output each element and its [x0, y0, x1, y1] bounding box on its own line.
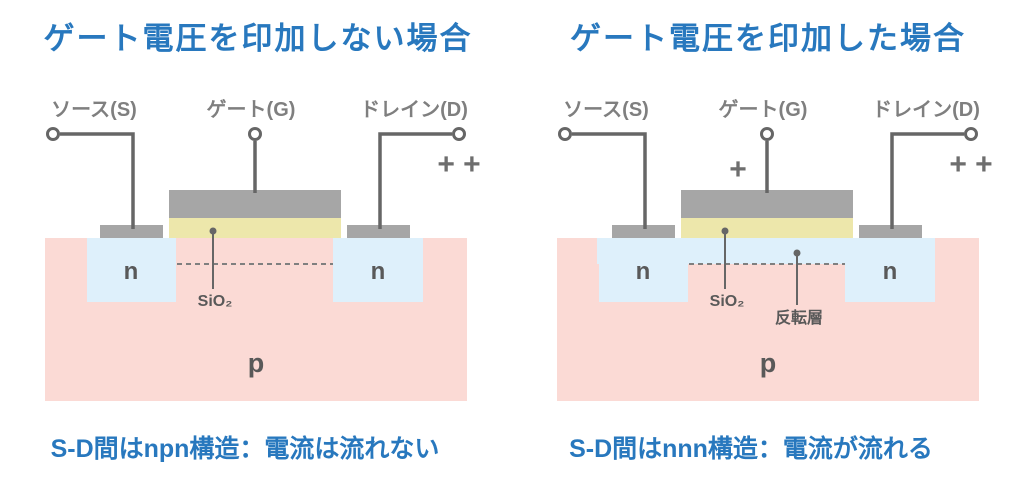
p-region-label: p	[760, 348, 777, 378]
gate-oxide-layer	[681, 218, 853, 238]
drain-terminal-label: ドレイン(D)	[360, 99, 468, 121]
source-terminal-icon	[558, 127, 572, 141]
source-wire	[60, 132, 135, 229]
gate-oxide-layer	[169, 218, 341, 238]
panel-no-gate-voltage: ゲート電圧を印加しない場合 ソース(S) ゲート(G) ドレイン(D) + + …	[44, 21, 481, 463]
drain-contact	[859, 225, 922, 238]
source-terminal-label: ソース(S)	[563, 99, 649, 121]
source-terminal-icon	[46, 127, 60, 141]
source-contact	[612, 225, 675, 238]
panel-gate-voltage-applied: ゲート電圧を印加した場合 ソース(S) ゲート(G) ドレイン(D) + + +…	[557, 21, 993, 463]
source-contact	[100, 225, 163, 238]
drain-terminal-label: ドレイン(D)	[872, 99, 980, 121]
gate-electrode	[681, 190, 853, 218]
gate-terminal-icon	[760, 127, 774, 141]
drain-plus-signs: + +	[949, 148, 992, 181]
n-well-drain	[845, 238, 935, 302]
n-region-label-left: n	[124, 258, 139, 285]
panel-title: ゲート電圧を印加しない場合	[44, 21, 473, 56]
gate-terminal-label: ゲート(G)	[719, 98, 808, 121]
panel-caption: S-D間はnpn構造：電流は流れない	[51, 435, 440, 463]
n-well-source	[599, 238, 688, 302]
n-region-label-right: n	[371, 258, 386, 285]
panel-caption: S-D間はnnn構造：電流が流れる	[569, 434, 933, 463]
drain-contact	[347, 225, 410, 238]
sio2-label: SiO₂	[710, 293, 745, 310]
drain-terminal-icon	[452, 127, 466, 141]
drain-wire	[378, 132, 452, 229]
source-wire	[572, 132, 647, 229]
n-well-drain	[333, 238, 423, 302]
gate-terminal-icon	[248, 127, 262, 141]
source-terminal-label: ソース(S)	[51, 99, 137, 121]
inversion-layer-label: 反転層	[775, 308, 823, 327]
gate-plus-sign: +	[729, 153, 747, 186]
drain-plus-signs: + +	[437, 148, 480, 181]
n-well-source	[87, 238, 176, 302]
n-region-label-left: n	[636, 258, 651, 285]
drain-terminal-icon	[964, 127, 978, 141]
gate-terminal-label: ゲート(G)	[207, 98, 296, 121]
sio2-label: SiO₂	[198, 293, 233, 310]
n-region-label-right: n	[883, 258, 898, 285]
drain-wire	[890, 132, 964, 229]
p-region-label: p	[248, 348, 265, 378]
panel-title: ゲート電圧を印加した場合	[570, 21, 966, 56]
gate-electrode	[169, 190, 341, 218]
